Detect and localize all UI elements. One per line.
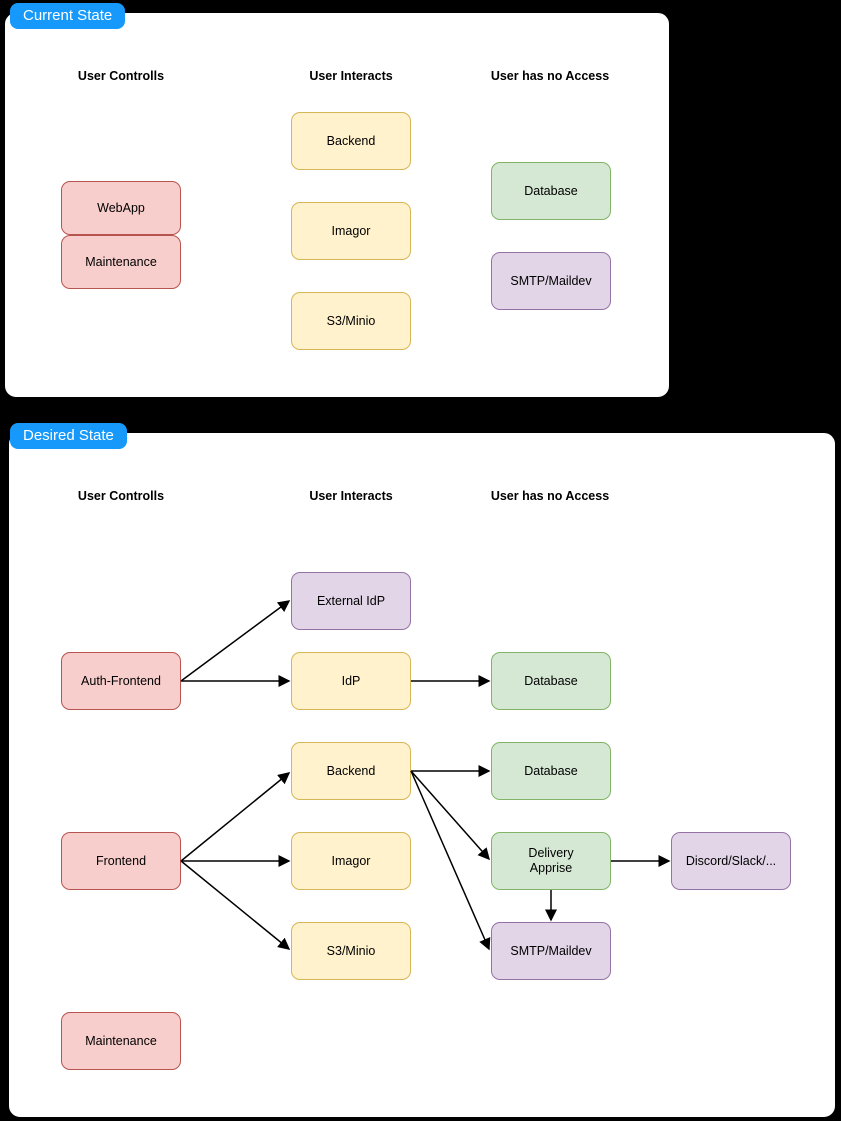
node-backend: Backend [291, 112, 411, 170]
column-header-user-controlls: User Controlls [77, 489, 165, 503]
edge-frontend-to-s3-minio [180, 860, 291, 950]
node-s3-minio: S3/Minio [291, 922, 411, 980]
column-header-user-interacts: User Interacts [309, 69, 393, 83]
node-database-backend: Database [491, 742, 611, 800]
desired-state-label: Desired State [10, 423, 127, 449]
edge-backend-to-smtp-maildev [410, 770, 491, 951]
edge-frontend-to-backend [180, 772, 291, 862]
node-auth-frontend: Auth-Frontend [61, 652, 181, 710]
node-maintenance: Maintenance [61, 1012, 181, 1070]
node-imagor: Imagor [291, 832, 411, 890]
node-frontend: Frontend [61, 832, 181, 890]
column-header-user-controlls: User Controlls [77, 69, 165, 83]
column-header-user-has-no-access: User has no Access [490, 69, 610, 83]
node-maintenance: Maintenance [61, 235, 181, 289]
column-header-user-interacts: User Interacts [309, 489, 393, 503]
node-database-auth: Database [491, 652, 611, 710]
node-delivery-apprise: Delivery Apprise [491, 832, 611, 890]
node-discord-slack: Discord/Slack/... [671, 832, 791, 890]
current-state-label: Current State [10, 3, 126, 29]
node-idp: IdP [291, 652, 411, 710]
node-s3-minio: S3/Minio [291, 292, 411, 350]
node-smtp-maildev: SMTP/Maildev [491, 922, 611, 980]
node-backend: Backend [291, 742, 411, 800]
current-state-panel: User Controlls User Interacts User has no … [4, 12, 670, 398]
edge-backend-to-delivery-apprise [410, 770, 490, 861]
node-imagor: Imagor [291, 202, 411, 260]
node-external-idp: External IdP [291, 572, 411, 630]
edge-auth-frontend-to-external-idp [180, 600, 291, 682]
node-smtp-maildev: SMTP/Maildev [491, 252, 611, 310]
desired-state-panel: User Controlls User Interacts User has no … [8, 432, 836, 1118]
node-webapp: WebApp [61, 181, 181, 235]
node-database: Database [491, 162, 611, 220]
column-header-user-has-no-access: User has no Access [490, 489, 610, 503]
